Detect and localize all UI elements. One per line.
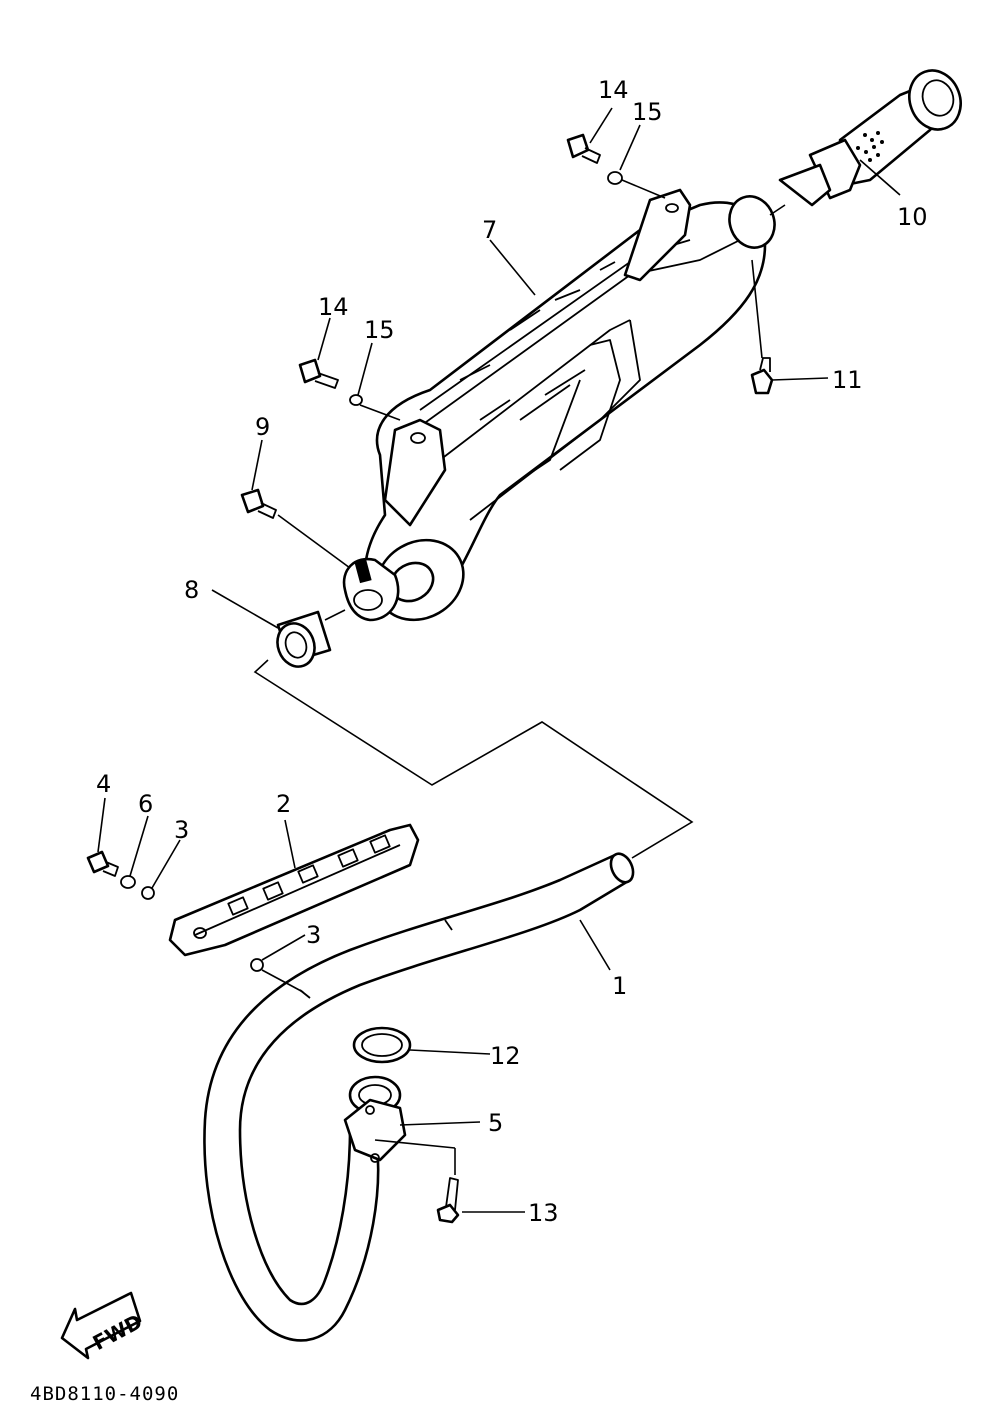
flange-part-5 [343, 1075, 407, 1163]
bolt-part-11 [750, 357, 774, 395]
callout-3-lower: 3 [306, 921, 321, 949]
bolt-part-13 [436, 1177, 460, 1224]
washer-part-15-lower [349, 394, 363, 406]
callout-7: 7 [482, 216, 497, 244]
forward-arrow-icon: FWD [60, 1291, 146, 1360]
bolt-part-9 [240, 488, 277, 519]
callout-8: 8 [184, 576, 199, 604]
bolt-part-14-lower [298, 358, 339, 389]
bolt-part-14-upper [566, 133, 601, 164]
washer-part-15-upper [607, 171, 623, 185]
callout-1: 1 [612, 972, 627, 1000]
callout-6: 6 [138, 790, 153, 818]
callout-labels: 14 15 10 7 14 15 11 9 8 4 6 3 2 3 1 12 5… [96, 76, 928, 1227]
callout-15-lower: 15 [364, 316, 395, 344]
spark-arrester-part-10 [778, 69, 962, 207]
washer-part-6 [120, 875, 136, 889]
callout-4: 4 [96, 770, 111, 798]
callout-14-lower: 14 [318, 293, 349, 321]
gasket-part-12 [352, 1026, 412, 1064]
callout-14-upper: 14 [598, 76, 629, 104]
callout-5: 5 [488, 1109, 503, 1137]
callout-12: 12 [490, 1042, 521, 1070]
callout-15-upper: 15 [632, 98, 663, 126]
exhaust-pipe-part-1 [203, 852, 635, 1342]
callout-9: 9 [255, 413, 270, 441]
bolt-part-4 [86, 850, 119, 877]
callout-11: 11 [832, 366, 863, 394]
heat-protector-part-2 [168, 823, 420, 957]
washer-part-3-lower [250, 958, 264, 972]
callout-13: 13 [528, 1199, 559, 1227]
callout-3-upper: 3 [174, 816, 189, 844]
diagram-code: 4BD8110-4090 [30, 1383, 179, 1405]
gasket-part-8 [276, 610, 332, 668]
callout-10: 10 [897, 203, 928, 231]
muffler-part-7 [342, 188, 776, 622]
callout-2: 2 [276, 790, 291, 818]
washer-part-3-upper [141, 886, 155, 900]
leader-lines [97, 107, 901, 1213]
